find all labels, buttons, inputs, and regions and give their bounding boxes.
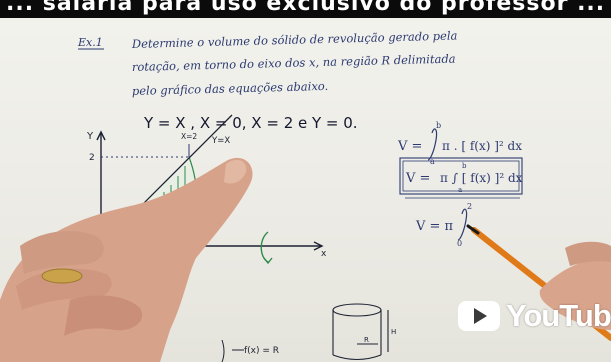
cylinder-r-label: R [364,336,369,344]
ring-icon [41,268,83,284]
formula-3-upper-limit: 2 [467,202,472,211]
statement-line-1: Determine o volume do sólido de revoluçã… [131,28,458,51]
rotation-arrow-icon [260,231,269,263]
integral-sign-icon-2 [457,208,468,241]
equations-line: Y = X , X = 0, X = 2 e Y = 0. [143,114,358,132]
formula-1-upper-limit: b [436,121,441,130]
y-axis-label: Y [86,131,94,142]
formula-3-lhs: V = π [415,219,454,234]
x-tick-label: X=2 [181,132,197,141]
y-tick-label: 2 [89,153,95,163]
formula-1-lhs: V = [397,139,422,154]
banner-text: ... salaria para uso exclusivo do profes… [6,0,606,16]
formula-2-body: π ∫ [ f(x) ]² dx [440,171,523,185]
cylinder-sketch [332,303,389,361]
cylinder-h-label: H [391,328,396,336]
exercise-label: Ex.1 [77,36,103,49]
youtube-wordmark: YouTube [506,298,611,333]
integral-sign-icon [427,128,438,161]
statement-line-3: pelo gráfico das equações abaixo. [132,79,329,98]
formula-1-body: π . [ f(x) ]² dx [442,139,522,153]
youtube-watermark[interactable]: YouTube [458,296,611,336]
formula-3-lower-limit: 0 [457,239,462,248]
formula-2-lhs: V = [405,171,430,186]
formula-2-upper-limit: b [462,162,467,170]
curve-label: Y=X [211,136,230,146]
left-hand [0,157,253,362]
top-banner: ... salaria para uso exclusivo do profes… [0,0,611,18]
statement-line-2: rotação, em torno do eixo dos x, na regi… [132,52,456,74]
formula-2-lower-limit: a [458,186,462,194]
right-hand [466,224,611,341]
formula-2-box [399,157,523,195]
formula-1-lower-limit: a [430,157,435,166]
x-axis-label: x [321,249,327,259]
youtube-play-icon [458,301,500,331]
bottom-note: f(x) = R [244,346,279,356]
